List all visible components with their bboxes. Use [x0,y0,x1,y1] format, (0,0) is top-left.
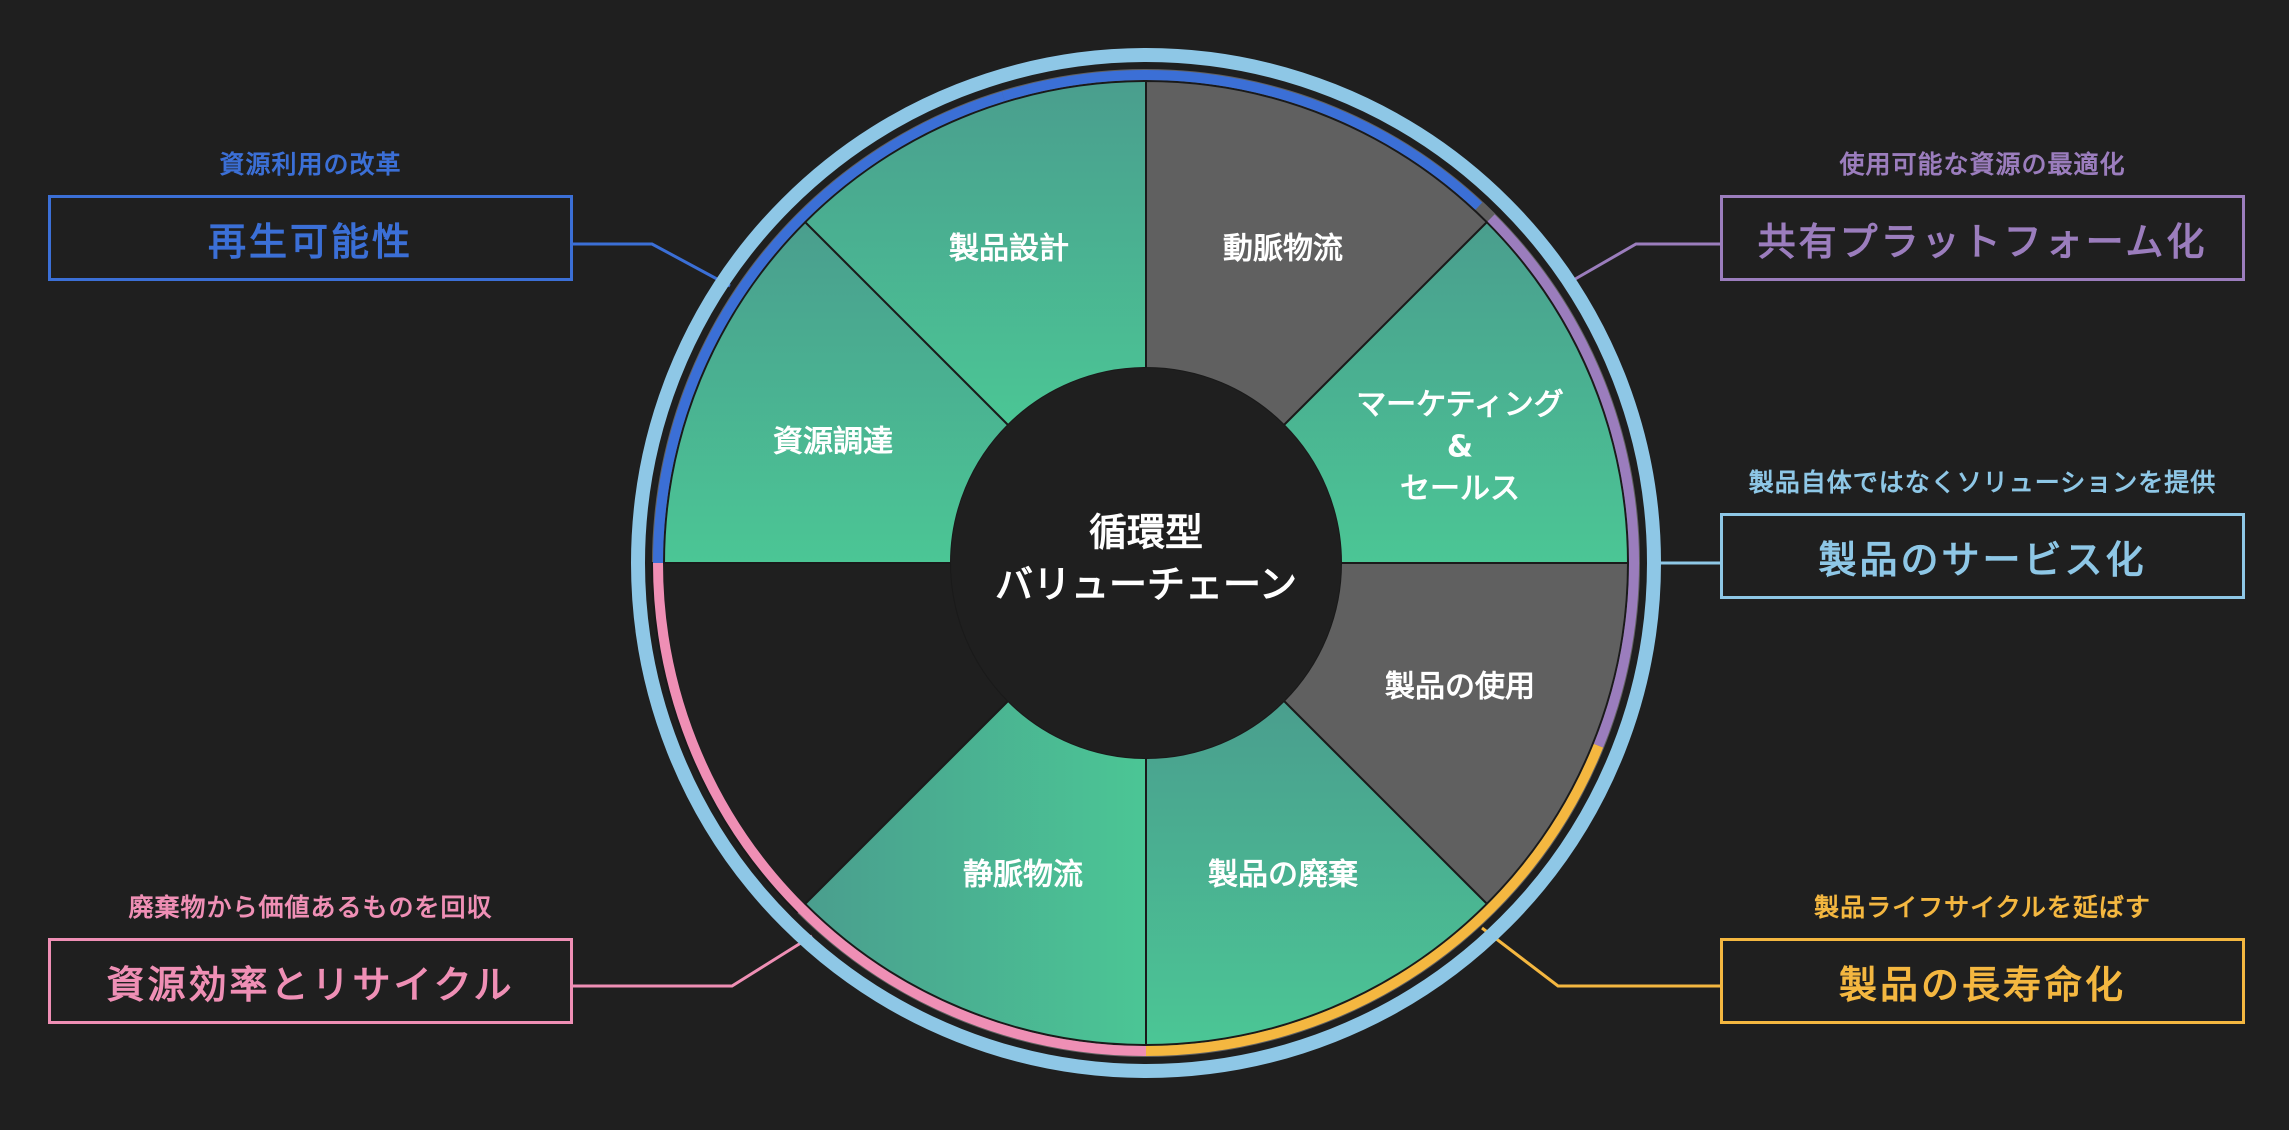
group-longevity: 製品ライフサイクルを延ばす 製品の長寿命化 [1720,888,2245,1024]
servitization-subtitle: 製品自体ではなくソリューションを提供 [1748,468,2217,497]
segment-label-marketing-2: セールス [1400,472,1520,507]
segment-label-disposal: 製品の廃棄 [1208,858,1358,893]
arc-recycling [653,562,1147,1056]
segment-label-sourcing: 資源調達 [773,425,893,460]
group-recycling: 廃棄物から価値あるものを回収 資源効率とリサイクル [48,888,573,1024]
connector-longevity [1481,926,1720,988]
segment-label-arterial: 動脈物流 [1223,232,1343,267]
servitization-box: 製品のサービス化 [1720,513,2245,599]
arc-longevity [1145,743,1604,1056]
arc-sharing [1487,214,1639,748]
recycling-subtitle: 廃棄物から価値あるものを回収 [128,893,493,922]
center-hub [951,368,1341,758]
group-servitization: 製品自体ではなくソリューションを提供 製品のサービス化 [1720,463,2245,599]
connector-renewability [572,242,731,288]
renewability-subtitle: 資源利用の改革 [219,150,402,179]
arc-renewability [653,91,1005,564]
sharing-box: 共有プラットフォーム化 [1720,195,2245,281]
segment-label-design: 製品設計 [949,232,1069,267]
longevity-subtitle: 製品ライフサイクルを延ばす [1814,893,2151,922]
segment-label-marketing-0: マーケティング [1356,388,1564,423]
group-sharing-platform: 使用可能な資源の最適化 共有プラットフォーム化 [1720,145,2245,281]
center-title-line1: 循環型 [1089,511,1203,555]
segment-label-venous: 静脈物流 [963,858,1083,893]
outer-ring-servitization [631,48,1661,1078]
group-renewability: 資源利用の改革 再生可能性 [48,145,573,281]
arc-renewability-top [1001,70,1483,210]
segment-label-use: 製品の使用 [1385,670,1535,705]
center-title-line2: バリューチェーン [995,563,1297,607]
longevity-box: 製品の長寿命化 [1720,938,2245,1024]
recycling-box: 資源効率とリサイクル [48,938,573,1024]
connector-sharing [1569,242,1720,284]
segment-label-marketing-1: & [1447,430,1473,465]
sharing-subtitle: 使用可能な資源の最適化 [1839,150,2126,179]
renewability-box: 再生可能性 [48,195,573,281]
connector-recycling [572,934,813,988]
